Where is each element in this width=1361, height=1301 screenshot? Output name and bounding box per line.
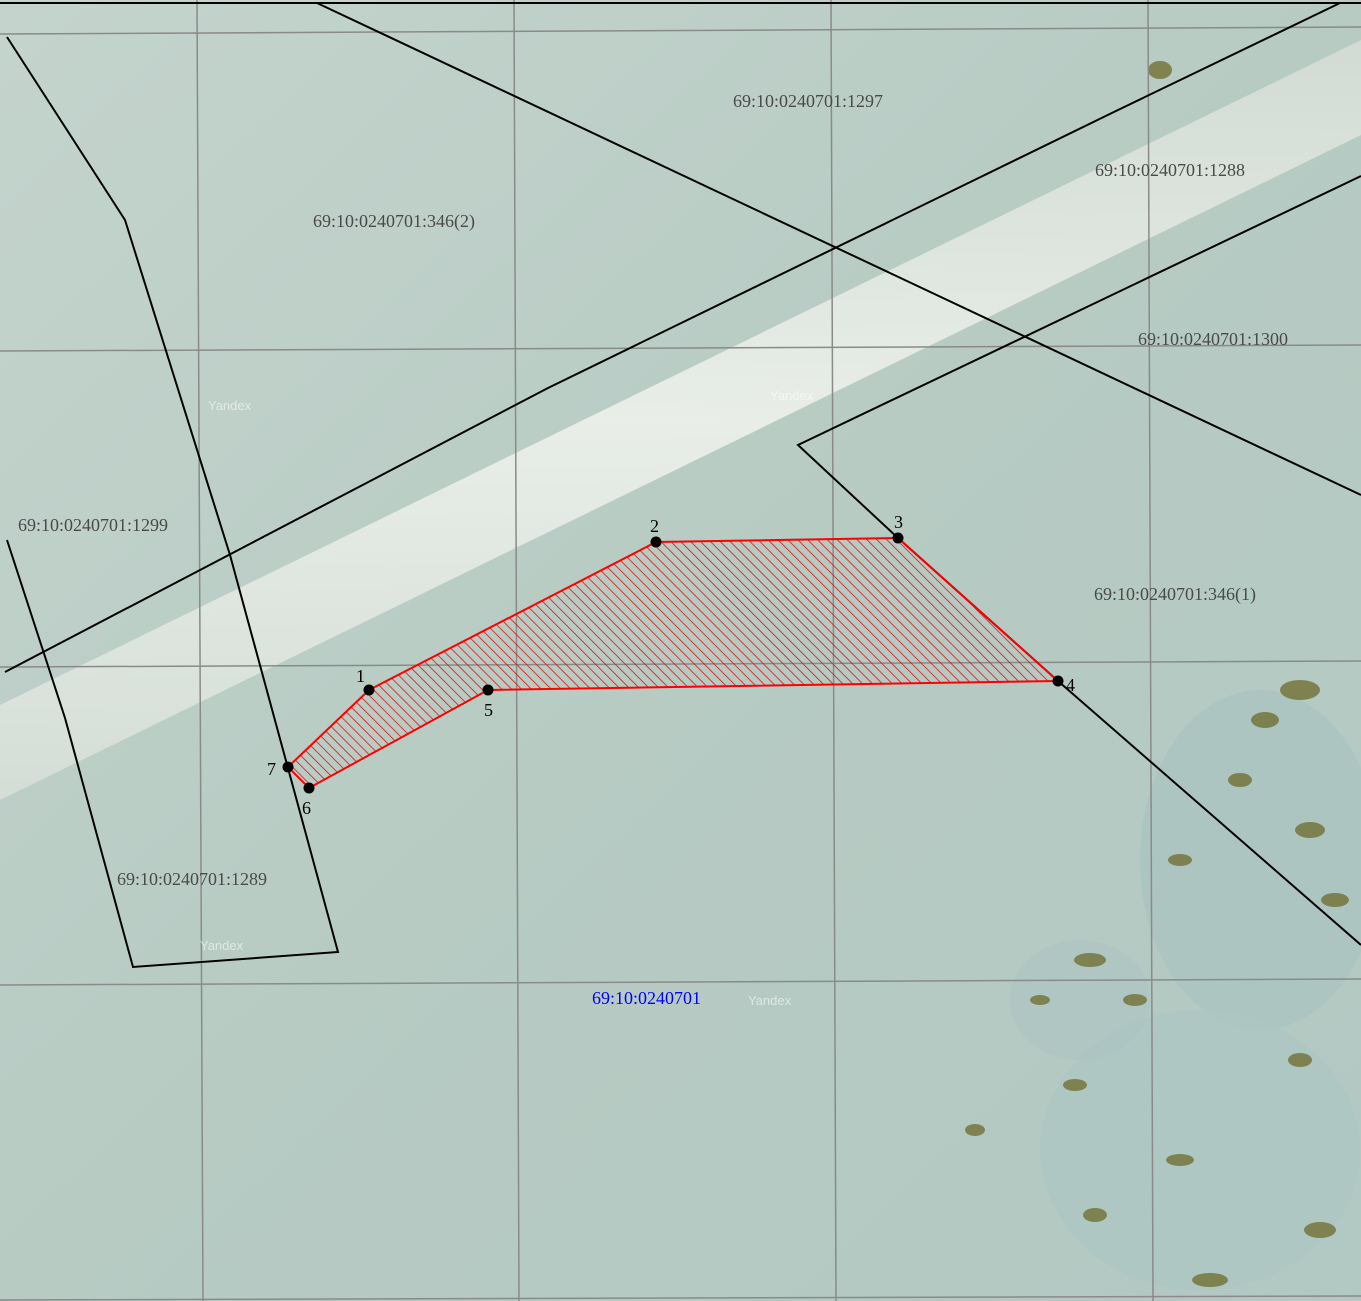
vertex-label: 3 bbox=[894, 512, 903, 532]
vertex-label: 6 bbox=[302, 798, 311, 818]
parcel-label[interactable]: 69:10:0240701:346(1) bbox=[1094, 584, 1256, 605]
vertex-point-6[interactable] bbox=[303, 782, 315, 794]
watermark: Yandex bbox=[748, 993, 792, 1008]
parcel-boundaries bbox=[0, 2, 1361, 969]
parcel-label[interactable]: 69:10:0240701:1288 bbox=[1095, 160, 1245, 180]
parcel-label[interactable]: 69:10:0240701:1300 bbox=[1138, 329, 1288, 349]
road bbox=[0, 40, 1361, 800]
parcel-labels: 69:10:0240701:1297 69:10:0240701:1288 69… bbox=[18, 91, 1288, 889]
parcel-label[interactable]: 69:10:0240701:1289 bbox=[117, 869, 267, 889]
vertex-point-7[interactable] bbox=[282, 761, 294, 773]
plot-vertices bbox=[282, 532, 1064, 794]
watermark: Yandex bbox=[770, 388, 814, 403]
vertex-label: 5 bbox=[484, 700, 493, 720]
vertex-point-2[interactable] bbox=[650, 536, 662, 548]
vertex-label: 4 bbox=[1066, 675, 1075, 695]
map-watermarks: Yandex Yandex Yandex Yandex bbox=[200, 388, 814, 1008]
watermark: Yandex bbox=[200, 938, 244, 953]
vertex-point-3[interactable] bbox=[892, 532, 904, 544]
cadastral-quarter-label[interactable]: 69:10:0240701 bbox=[592, 988, 701, 1008]
vertex-label: 1 bbox=[356, 666, 365, 686]
vertex-labels: 1 2 3 4 5 6 7 bbox=[267, 512, 1075, 818]
vertex-point-5[interactable] bbox=[482, 684, 494, 696]
vertex-point-4[interactable] bbox=[1052, 675, 1064, 687]
vertex-point-1[interactable] bbox=[363, 684, 375, 696]
vertex-label: 2 bbox=[650, 516, 659, 536]
parcel-label[interactable]: 69:10:0240701:1299 bbox=[18, 515, 168, 535]
parcel-label[interactable]: 69:10:0240701:346(2) bbox=[313, 211, 475, 232]
vertex-label: 7 bbox=[267, 759, 276, 779]
vegetation-area bbox=[965, 61, 1361, 1290]
parcel-label[interactable]: 69:10:0240701:1297 bbox=[733, 91, 883, 111]
watermark: Yandex bbox=[208, 398, 252, 413]
